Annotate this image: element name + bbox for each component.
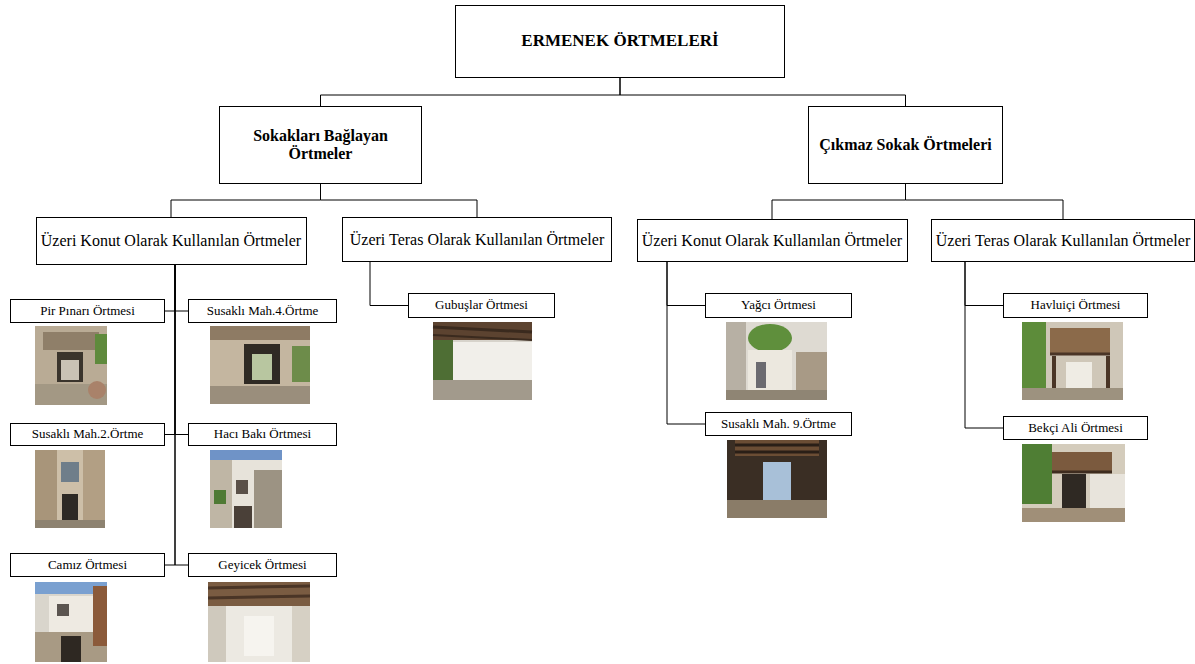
photo [210, 450, 282, 528]
photo [726, 322, 827, 400]
category-box: Üzeri Teras Olarak Kullanılan Örtmeler [342, 217, 612, 262]
tree-connector [772, 184, 906, 219]
tree-connector [321, 184, 478, 217]
tree-connector [667, 262, 705, 306]
tree-connector [165, 265, 175, 311]
category-box: Çıkmaz Sokak Örtmeleri [808, 106, 1003, 184]
tree-connector [175, 265, 188, 565]
tree-connector [370, 262, 408, 306]
photo [210, 326, 310, 404]
tree-connector [165, 265, 175, 565]
tree-connector [667, 262, 705, 424]
box-label: Susaklı Mah. 9.Örtme [721, 417, 836, 431]
box-label: Bekçi Ali Örtmesi [1028, 421, 1123, 435]
item-box: Susaklı Mah.4.Örtme [188, 299, 337, 323]
photo [433, 322, 532, 400]
item-box: Bekçi Ali Örtmesi [1003, 416, 1148, 440]
box-label: Çıkmaz Sokak Örtmeleri [819, 136, 991, 154]
item-box: Pir Pınarı Örtmesi [10, 299, 165, 323]
item-box: Geyicek Örtmesi [188, 553, 337, 577]
item-box: Havluiçi Örtmesi [1003, 293, 1148, 318]
item-box: Camız Örtmesi [10, 553, 165, 577]
tree-connector [906, 184, 1064, 219]
photo [35, 326, 107, 405]
category-box: Üzeri Konut Olarak Kullanılan Örtmeler [637, 219, 908, 262]
item-box: Hacı Bakı Örtmesi [188, 423, 337, 446]
box-label: Üzeri Konut Olarak Kullanılan Örtmeler [41, 232, 301, 250]
photo [1022, 322, 1123, 400]
tree-connector [620, 78, 906, 106]
tree-connector [175, 265, 188, 311]
root-box: ERMENEK ÖRTMELERİ [455, 5, 785, 78]
item-box: Gubuşlar Örtmesi [408, 293, 555, 318]
box-label: Sokakları Bağlayan Örtmeler [220, 127, 421, 162]
item-box: Yağcı Örtmesi [705, 293, 852, 318]
box-label: Üzeri Konut Olarak Kullanılan Örtmeler [642, 232, 902, 250]
photo [727, 440, 827, 518]
photo [1022, 444, 1125, 522]
box-label: Havluiçi Örtmesi [1031, 298, 1121, 312]
box-label: ERMENEK ÖRTMELERİ [521, 32, 718, 51]
tree-connector [965, 262, 1003, 306]
box-label: Üzeri Teras Olarak Kullanılan Örtmeler [936, 232, 1190, 250]
box-label: Susaklı Mah.2.Örtme [32, 427, 144, 441]
item-box: Susaklı Mah. 9.Örtme [705, 412, 852, 436]
photo [35, 582, 107, 662]
box-label: Üzeri Teras Olarak Kullanılan Örtmeler [350, 231, 604, 249]
tree-connector [171, 184, 321, 217]
box-label: Geyicek Örtmesi [218, 558, 306, 572]
category-box: Sokakları Bağlayan Örtmeler [219, 106, 422, 184]
box-label: Susaklı Mah.4.Örtme [207, 304, 319, 318]
box-label: Hacı Bakı Örtmesi [214, 427, 311, 441]
box-label: Yağcı Örtmesi [741, 298, 816, 312]
item-box: Susaklı Mah.2.Örtme [10, 423, 165, 446]
tree-connector [165, 265, 175, 435]
tree-connector [965, 262, 1003, 428]
box-label: Camız Örtmesi [48, 558, 127, 572]
category-box: Üzeri Teras Olarak Kullanılan Örtmeler [931, 219, 1195, 262]
tree-connector [175, 265, 188, 435]
tree-connector [321, 78, 621, 106]
box-label: Gubuşlar Örtmesi [435, 298, 528, 312]
photo [35, 450, 105, 528]
category-box: Üzeri Konut Olarak Kullanılan Örtmeler [36, 217, 307, 265]
photo [208, 582, 310, 662]
box-label: Pir Pınarı Örtmesi [40, 304, 135, 318]
